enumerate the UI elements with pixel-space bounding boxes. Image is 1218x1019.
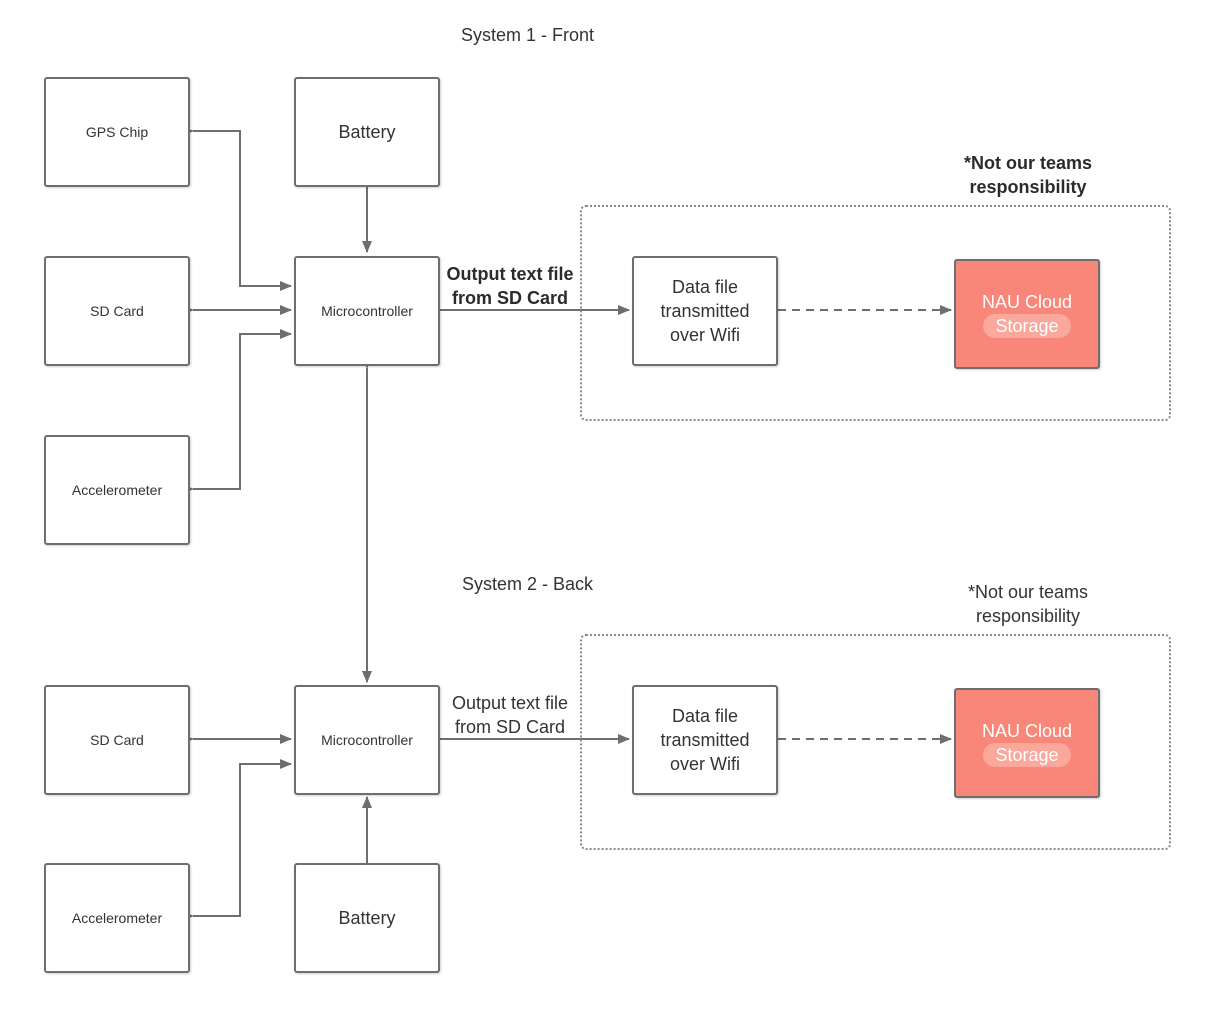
gps-chip-label: GPS Chip bbox=[85, 124, 149, 140]
data-file-box: Data file transmitted over Wifi bbox=[632, 256, 778, 366]
battery-box: Battery bbox=[294, 77, 440, 187]
accelerometer-box-2: Accelerometer bbox=[44, 863, 190, 973]
nau-cloud-storage-box-2: NAU Cloud Storage bbox=[954, 688, 1100, 798]
note-system2: *Not our teams responsibility bbox=[938, 580, 1118, 628]
cloud-2-line-1: NAU Cloud bbox=[981, 721, 1073, 741]
battery-box-2: Battery bbox=[294, 863, 440, 973]
cloud-line-2: Storage bbox=[983, 314, 1071, 338]
title-system2: System 2 - Back bbox=[461, 574, 594, 594]
gps-chip-box: GPS Chip bbox=[44, 77, 190, 187]
battery-label: Battery bbox=[338, 122, 396, 142]
data-file-line-1: Data file bbox=[671, 277, 739, 297]
arrow-gps-micro bbox=[182, 126, 292, 291]
arrow-accel-micro bbox=[182, 329, 292, 494]
sd-card-label-2: SD Card bbox=[90, 732, 144, 748]
output-label-2-line-1: Output text file bbox=[451, 693, 569, 713]
note-line-2: responsibility bbox=[969, 177, 1087, 197]
sd-card-box-2: SD Card bbox=[44, 685, 190, 795]
output-label-system1: Output text file from SD Card bbox=[440, 262, 580, 310]
data-file-line-3: over Wifi bbox=[669, 325, 740, 345]
cloud-line-1: NAU Cloud bbox=[981, 292, 1073, 312]
microcontroller-label-2: Microcontroller bbox=[321, 732, 413, 748]
output-label-system2: Output text file from SD Card bbox=[440, 691, 580, 739]
nau-cloud-storage-box: NAU Cloud Storage bbox=[954, 259, 1100, 369]
title-system1: System 1 - Front bbox=[460, 25, 595, 45]
data-file-2-line-2: transmitted bbox=[660, 730, 750, 750]
microcontroller-label: Microcontroller bbox=[321, 303, 413, 319]
data-file-2-line-3: over Wifi bbox=[669, 754, 740, 774]
accelerometer-label: Accelerometer bbox=[71, 482, 163, 498]
microcontroller-box-2: Microcontroller bbox=[294, 685, 440, 795]
cloud-2-line-2: Storage bbox=[983, 743, 1071, 767]
note-2-line-1: *Not our teams bbox=[967, 582, 1089, 602]
output-label-line-2: from SD Card bbox=[451, 288, 568, 308]
data-file-2-line-1: Data file bbox=[671, 706, 739, 726]
data-file-line-2: transmitted bbox=[660, 301, 750, 321]
note-line-1: *Not our teams bbox=[963, 153, 1093, 173]
accelerometer-label-2: Accelerometer bbox=[71, 910, 163, 926]
note-2-line-2: responsibility bbox=[975, 606, 1081, 626]
accelerometer-box: Accelerometer bbox=[44, 435, 190, 545]
external-frame-system2 bbox=[580, 634, 1171, 850]
note-system1: *Not our teams responsibility bbox=[938, 151, 1118, 199]
sd-card-box: SD Card bbox=[44, 256, 190, 366]
battery-label-2: Battery bbox=[338, 908, 396, 928]
external-frame-system1 bbox=[580, 205, 1171, 421]
data-file-box-2: Data file transmitted over Wifi bbox=[632, 685, 778, 795]
microcontroller-box: Microcontroller bbox=[294, 256, 440, 366]
arrow-accel2-micro2 bbox=[182, 759, 292, 921]
output-label-line-1: Output text file bbox=[446, 264, 574, 284]
sd-card-label: SD Card bbox=[90, 303, 144, 319]
output-label-2-line-2: from SD Card bbox=[454, 717, 566, 737]
